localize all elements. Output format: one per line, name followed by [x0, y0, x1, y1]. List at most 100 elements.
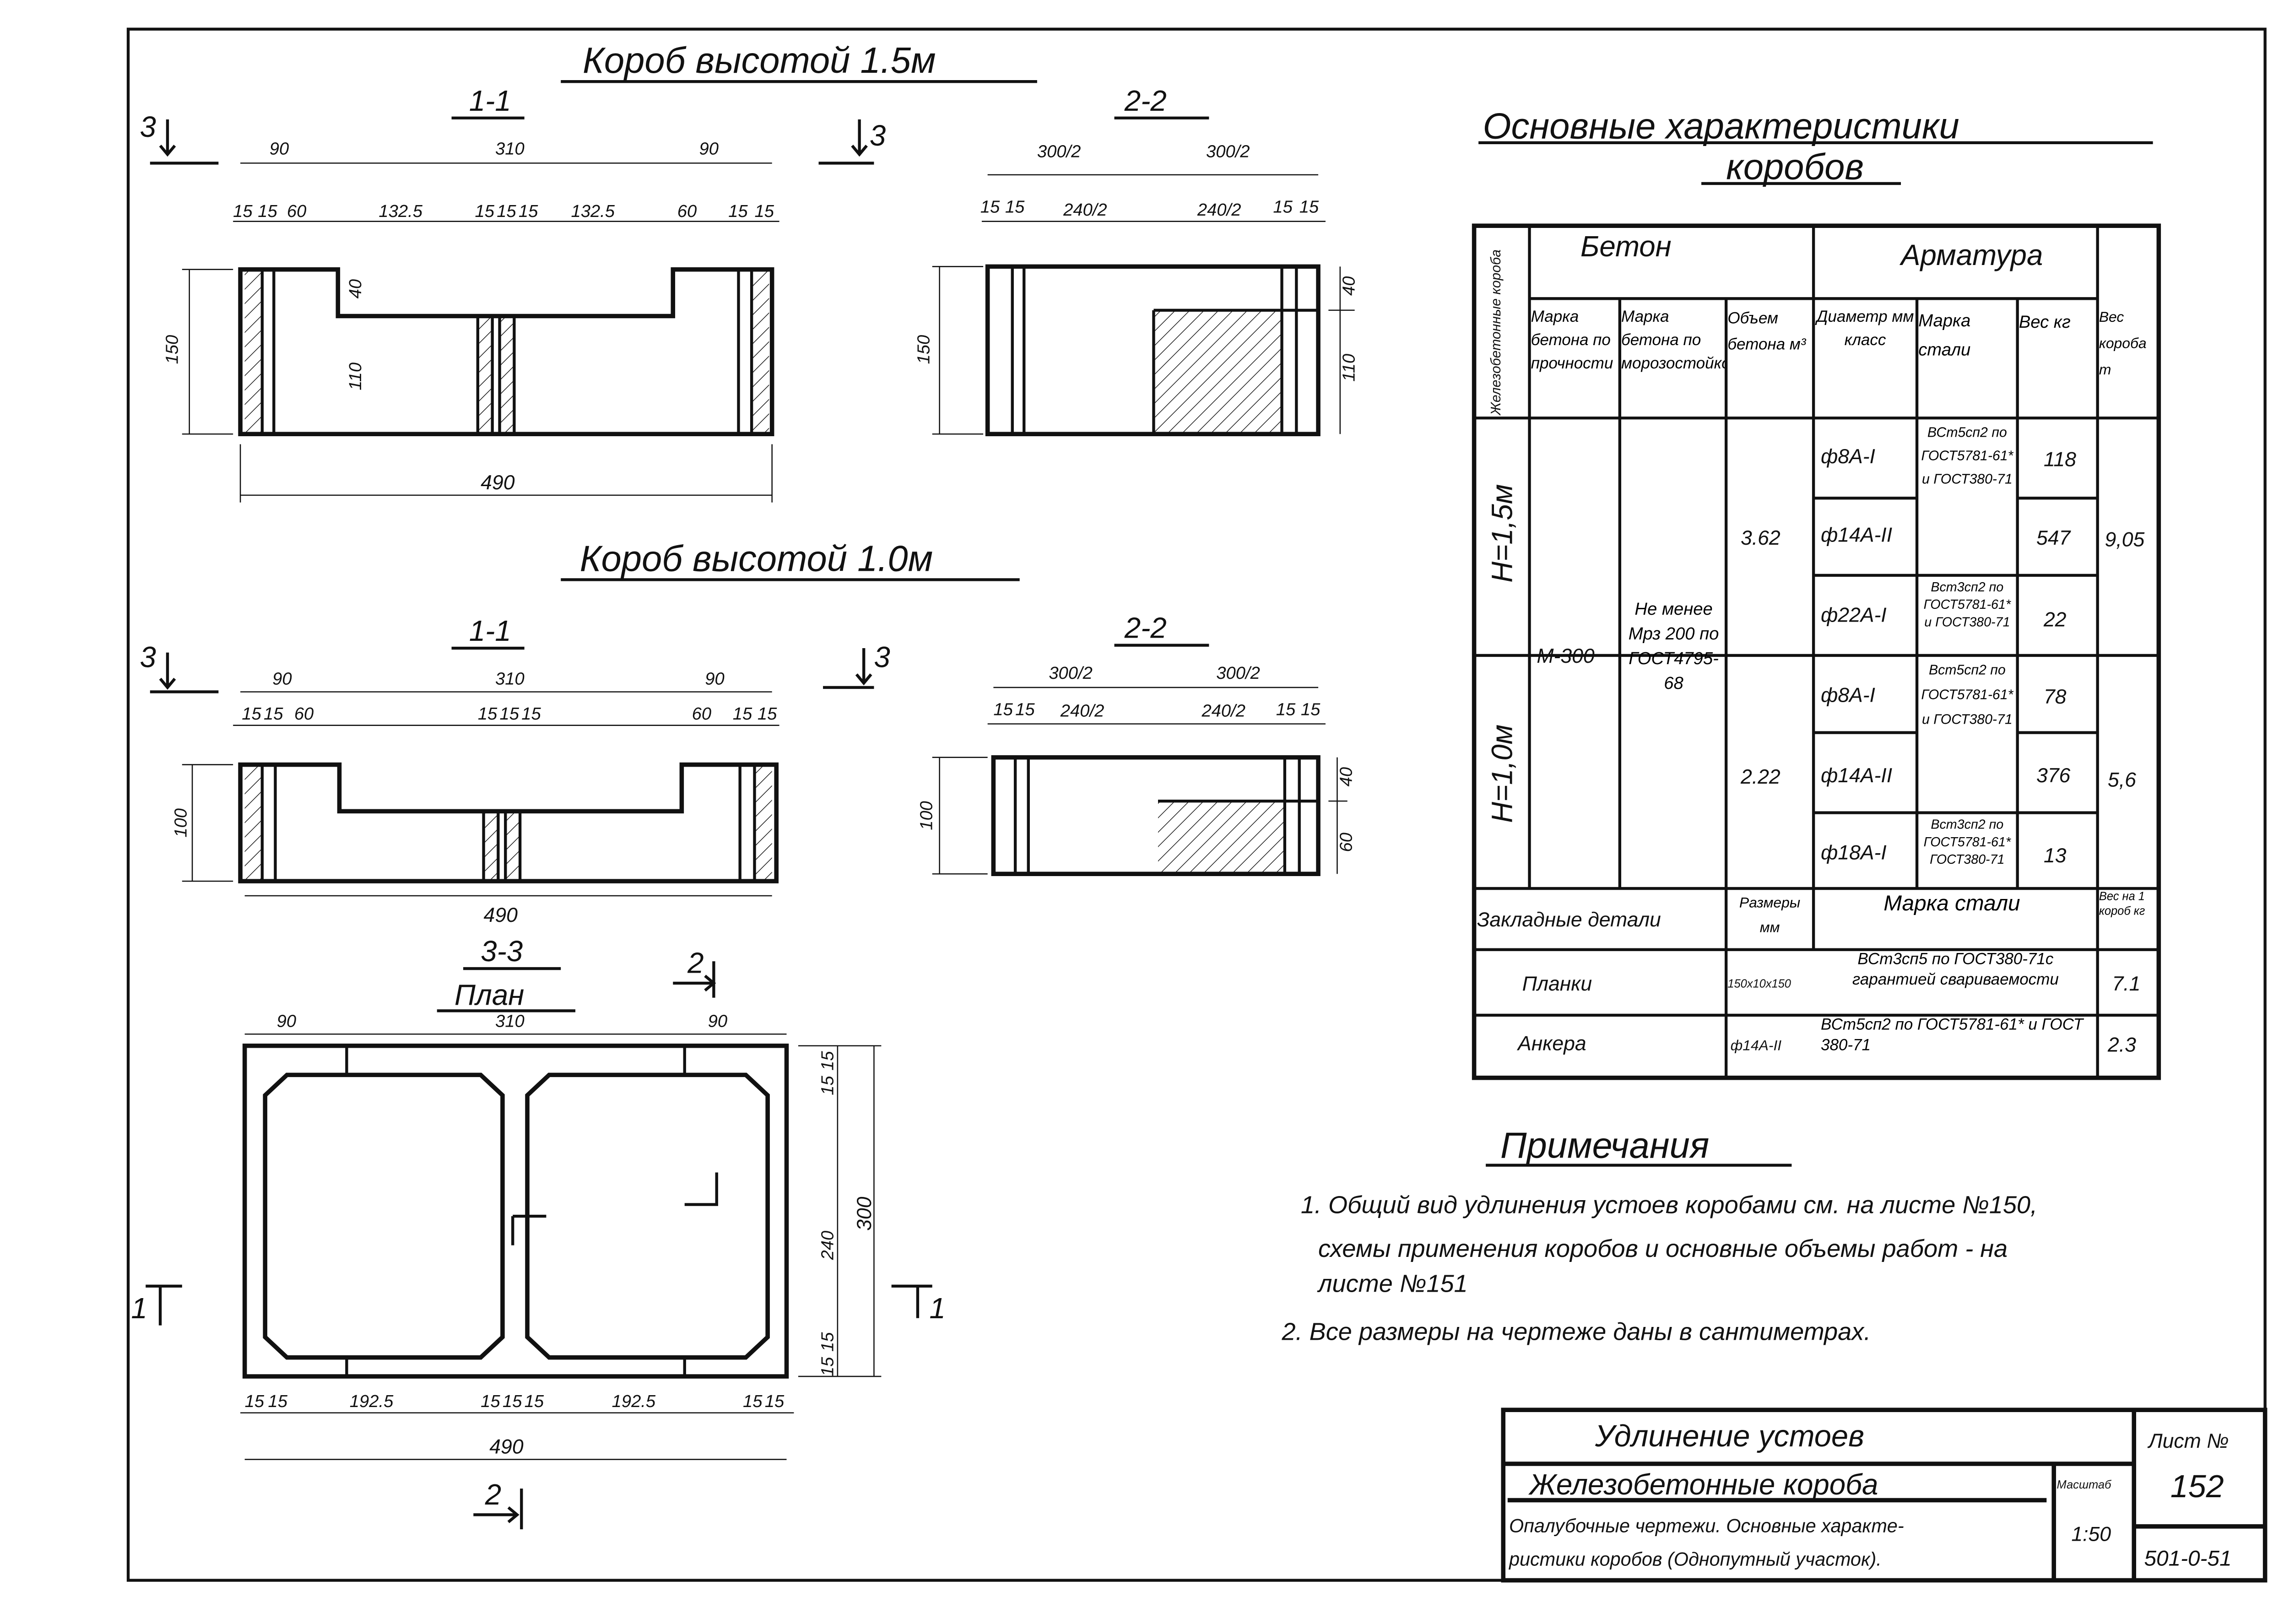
plan-bottom-1: 15	[268, 1391, 288, 1411]
drawing-line	[1474, 226, 2159, 1078]
table-rows-0-box: H=1,5м	[1486, 484, 1518, 583]
plan-width: 490	[489, 1436, 524, 1458]
table-title-line1: Основные характеристики	[1483, 105, 1959, 146]
drawing-line	[932, 757, 1348, 875]
box15-s11-sub-1: 15	[258, 201, 277, 221]
titleblock-desc-l2: ристики коробов (Однопутный участок).	[1508, 1549, 1882, 1570]
drawing-line	[932, 266, 1355, 435]
box15-s22-right-1: 110	[1339, 354, 1359, 382]
table-rows-1-items-0-diam: ф8А-I	[1821, 684, 1875, 707]
notes-n1-l2: схемы применения коробов и основные объе…	[1318, 1235, 2008, 1262]
box10-s22-sub-0: 15	[993, 699, 1013, 719]
table-rows-0-items-0-diam: ф8А-I	[1821, 445, 1875, 468]
drawing-line	[505, 811, 520, 882]
box15-s22-top-0: 300/2	[1037, 142, 1081, 162]
box-15-section-outline	[238, 267, 774, 437]
box10-s11-width: 490	[484, 904, 518, 926]
header-weight: Вес кг	[2019, 311, 2071, 332]
table-group-rebar: Арматура	[1899, 239, 2043, 271]
drawing-line: Объем бетона м³	[1727, 310, 1806, 354]
table-embedded-0-name: Планки	[1522, 973, 1592, 995]
table-embedded-0-size: 150х10х150	[1727, 977, 1791, 990]
drawing-line	[239, 444, 773, 503]
drawing-line	[752, 269, 769, 434]
box15-s22-sub-4: 15	[1273, 197, 1293, 217]
box15-s11-sub-2: 60	[287, 201, 306, 221]
drawing-line: ВСт3сп5 по ГОСТ380-71с гарантией сварива…	[1852, 951, 2059, 988]
drawing-line: ВСт5сп2 по ГОСТ5781-61* и ГОСТ 380-71	[1821, 1017, 2083, 1054]
box10-s22-sub-1: 15	[1015, 699, 1035, 719]
box10-s11-top-2: 90	[705, 669, 724, 689]
titleblock-object: Железобетонные короба	[1528, 1468, 1878, 1501]
plan-top-0: 90	[277, 1011, 296, 1031]
cut-marker-1-right: 1	[929, 1292, 945, 1325]
drawing-line	[182, 764, 233, 882]
box-10-section-2-2: 2-2 300/2 300/2 15 15 240/2 240/2 15 15 …	[917, 612, 1356, 877]
plan-bottom-3: 15	[481, 1391, 500, 1411]
sheet-title-10: Короб высотой 1.0м	[580, 538, 933, 579]
box15-s11-inner-0: 40	[346, 279, 365, 298]
box10-s11-sub-6: 60	[692, 704, 711, 724]
box15-s11-sub-8: 60	[677, 201, 697, 221]
drawing-line	[1472, 223, 2161, 1080]
box-15-section-2-2: 2-2 300/2 300/2 15 15 240/2 240/2 15 15 …	[914, 85, 1359, 437]
box15-s22-sub-3: 240/2	[1197, 200, 1241, 220]
table-col-box: Железобетонные короба	[1488, 249, 1504, 416]
box10-s11-sub-2: 60	[294, 704, 314, 724]
drawing-line	[525, 1072, 770, 1360]
drawing-line	[150, 652, 219, 693]
steel-grade: Вст3сп2 по ГОСТ5781-61* ГОСТ380-71	[1923, 817, 2011, 867]
box10-s11-top-0: 90	[272, 669, 292, 689]
drawing-line	[263, 1072, 505, 1360]
box10-s22-right-0: 40	[1336, 767, 1356, 786]
box10-s11-sub-7: 15	[733, 704, 752, 724]
box15-s11-sub-7: 132.5	[571, 201, 615, 221]
titleblock-scale-label: Масштаб	[2057, 1478, 2112, 1491]
notes-title: Примечания	[1500, 1125, 1709, 1166]
box15-s11-top-1: 310	[495, 139, 525, 158]
drawing-line	[798, 1045, 882, 1377]
box10-s22-sub-5: 15	[1301, 699, 1321, 719]
steel-grade: Вст5сп2 по ГОСТ5781-61* и ГОСТ380-71	[1921, 662, 2013, 729]
titleblock-desc-l1: Опалубочные чертежи. Основные характе-	[1509, 1516, 1904, 1537]
cut-marker-3-left: 3	[140, 111, 156, 143]
box15-s22-height: 150	[914, 335, 933, 364]
box15-s22-sub-2: 240/2	[1063, 200, 1107, 220]
box15-s11-sub-3: 132.5	[379, 201, 422, 221]
sheet-border	[126, 27, 2267, 1582]
table-rows-0-items-0-weight: 118	[2044, 448, 2076, 471]
table-strength: М-300	[1537, 645, 1594, 667]
table-rows-1-items-2-diam: ф18А-I	[1821, 841, 1887, 864]
steel-grade: ВСт5сп2 по ГОСТ5781-61* и ГОСТ380-71	[1921, 425, 2013, 488]
box10-s22-sub-3: 240/2	[1201, 701, 1245, 721]
drawing-line	[260, 764, 756, 882]
table-title-line2: коробов	[1726, 146, 1864, 187]
plan-bottom-0: 15	[245, 1391, 265, 1411]
table-rows-1-box-weight: 5,6	[2108, 769, 2136, 791]
titleblock-project: Удлинение устоев	[1595, 1419, 1864, 1453]
box15-s11-sub-10: 15	[754, 201, 774, 221]
emb-steel-header: Марка стали	[1883, 891, 2020, 916]
drawing-line	[1503, 1410, 2265, 1581]
table-rows-0-items-2-weight: 22	[2043, 608, 2067, 631]
drawing-line: Марка стали	[1918, 310, 1970, 360]
drawing-line	[991, 755, 1321, 877]
drawing-line	[1158, 801, 1285, 874]
table-rows-0-items-1-diam: ф14А-II	[1821, 524, 1892, 547]
drawing-line	[1501, 1407, 2268, 1583]
drawing-line: ВСт5сп2 по ГОСТ5781-61* и ГОСТ380-71	[1921, 425, 2013, 488]
drawing-line	[345, 1045, 686, 1377]
drawing-line	[818, 119, 874, 165]
table-rows-0-items-2-diam: ф22А-I	[1821, 604, 1887, 627]
box10-s22-top-1: 300/2	[1216, 663, 1260, 683]
box15-s11-top-2: 90	[699, 139, 719, 158]
drawing-line	[483, 811, 498, 882]
drawing-line	[244, 764, 262, 882]
box10-s22-right-1: 60	[1336, 833, 1356, 852]
box10-s22-top-0: 300/2	[1049, 663, 1093, 683]
header-diameter: Диаметр мм класс	[1816, 309, 1914, 350]
box10-s11-sub-0: 15	[242, 704, 261, 724]
drawing-line	[673, 961, 716, 998]
drawing-line	[146, 1284, 182, 1326]
notes-n1-l3: листе №151	[1317, 1270, 1468, 1297]
